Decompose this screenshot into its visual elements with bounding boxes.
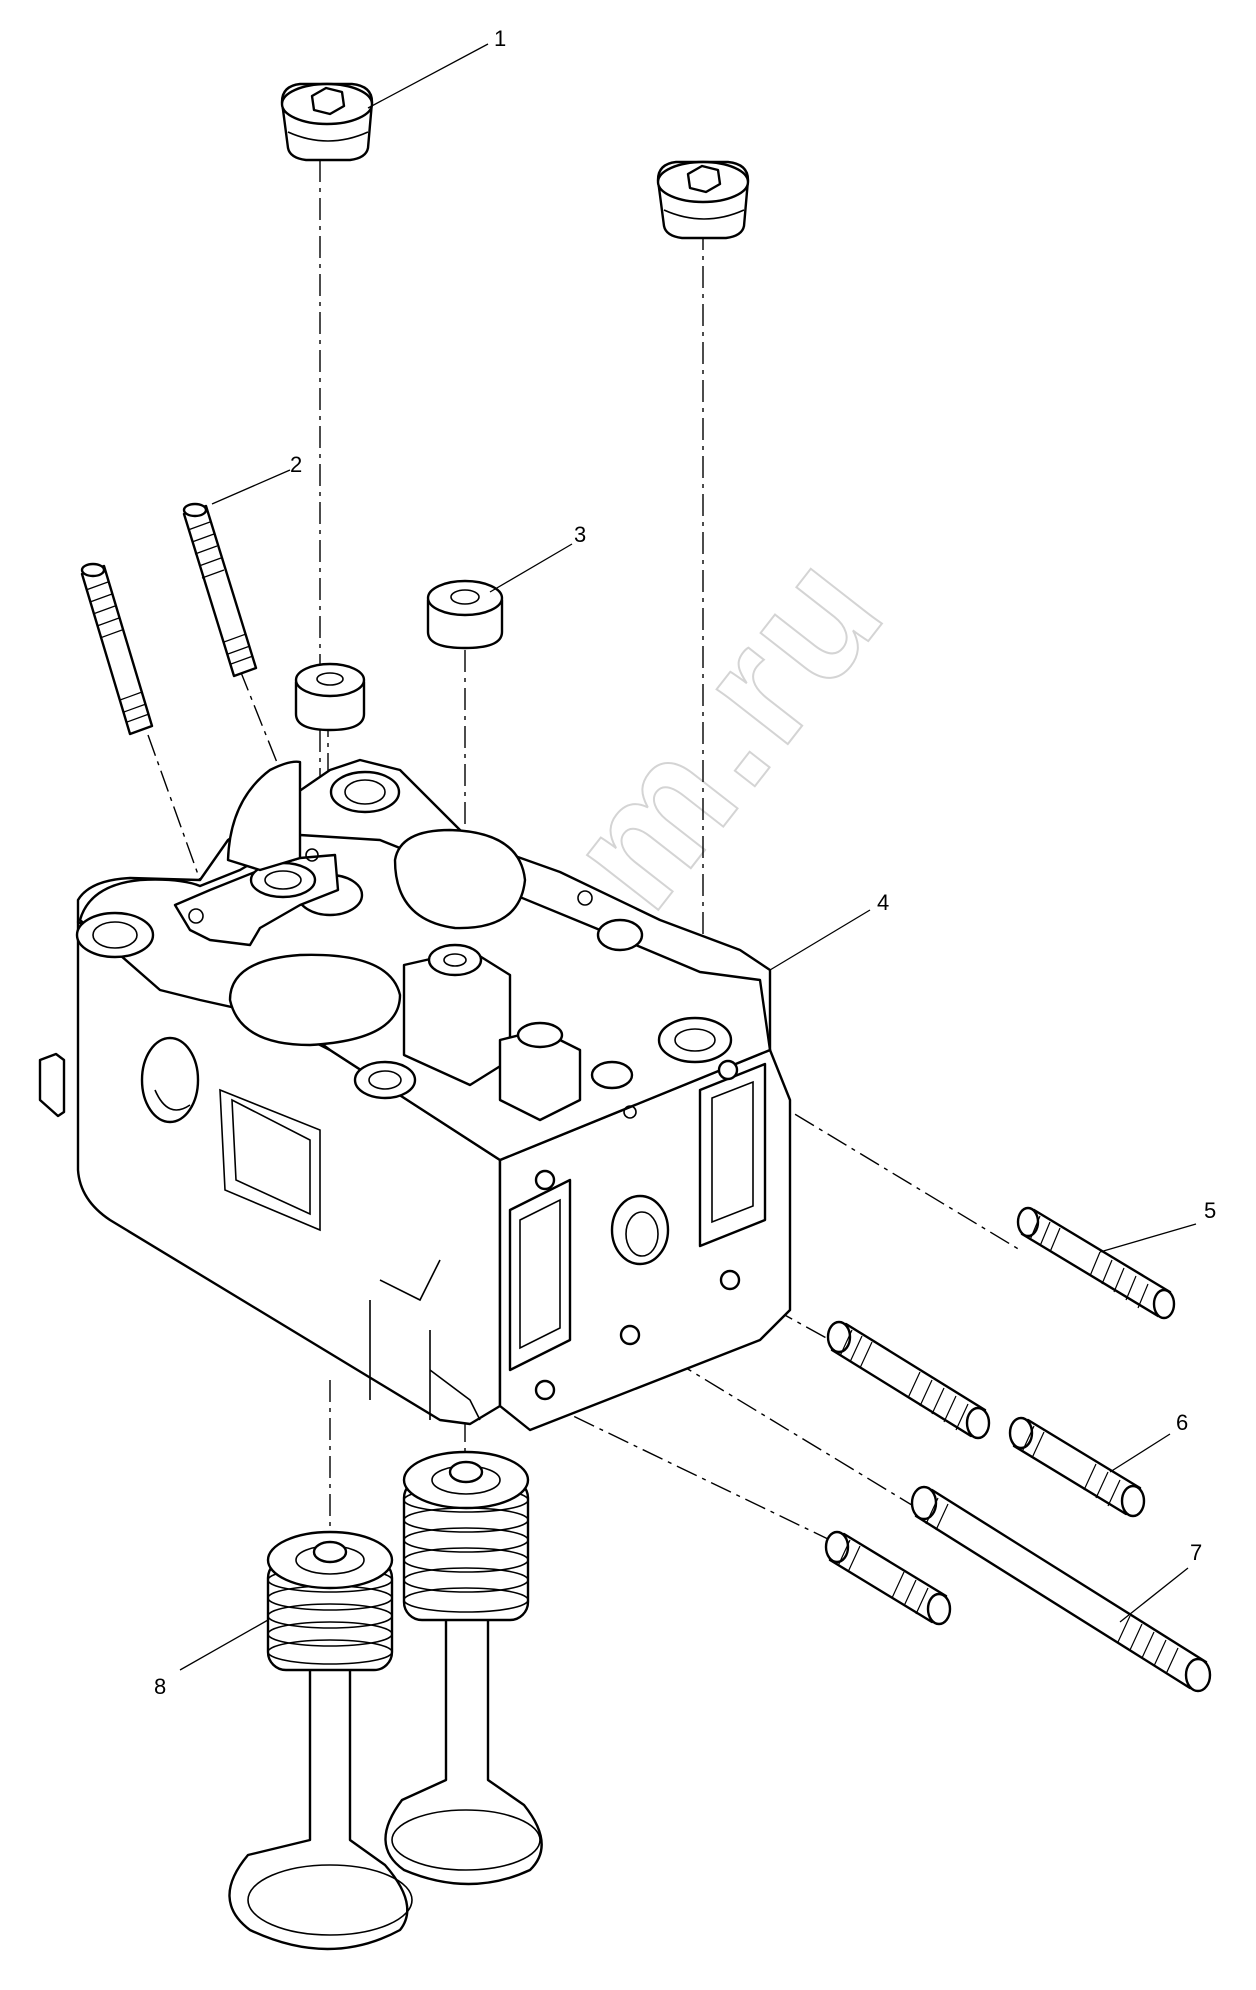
- part-8-valve-right: [384, 1450, 543, 1886]
- part-2-stud-right: [182, 502, 258, 678]
- part-6-stud-short: [1008, 1416, 1146, 1518]
- callout-leaders: [179, 43, 1197, 1671]
- part-7-long-stud: [910, 1485, 1212, 1693]
- part-6-stud-lower: [824, 1530, 952, 1626]
- callout-1: 1: [494, 26, 506, 51]
- part-3-valve-seal-left: [294, 662, 366, 732]
- part-3-valve-seal-right: [426, 579, 504, 650]
- callout-5: 5: [1204, 1198, 1216, 1223]
- part-2-stud-left: [80, 562, 154, 736]
- callout-3: 3: [574, 522, 586, 547]
- callout-6: 6: [1176, 1410, 1188, 1435]
- part-6-stud-long: [826, 1320, 991, 1440]
- part-1-plug-right: [656, 160, 750, 240]
- part-4-cylinder-head: [38, 758, 792, 1432]
- callout-labels: 1 2 3 4 5 6 7 8: [154, 26, 1216, 1699]
- callout-4: 4: [877, 890, 889, 915]
- part-5-stud: [1016, 1206, 1176, 1320]
- callout-7: 7: [1190, 1540, 1202, 1565]
- part-8-valve-left: [228, 1530, 413, 1951]
- callout-8: 8: [154, 1674, 166, 1699]
- callout-2: 2: [290, 452, 302, 477]
- part-1-plug-left: [280, 82, 374, 162]
